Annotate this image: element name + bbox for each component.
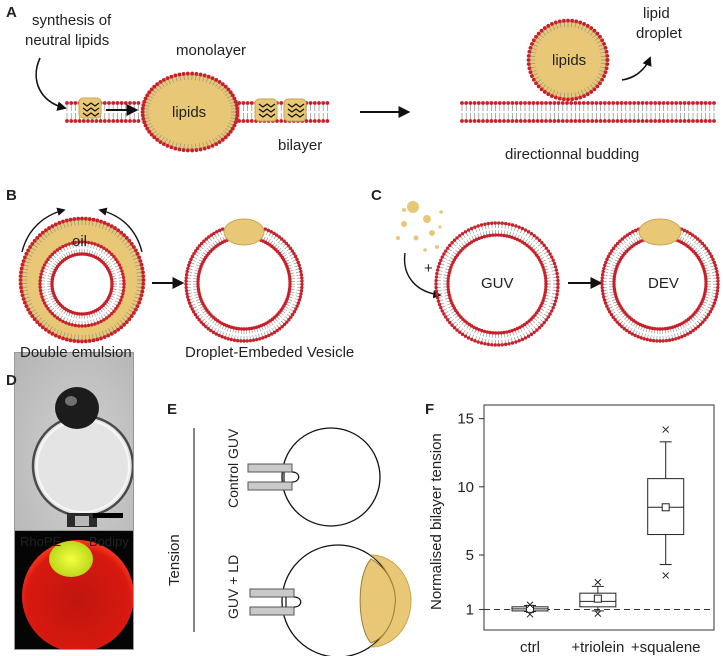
y-tick-label: 10 [457,479,474,496]
bodipy-label: Bodipy [89,534,129,549]
red-vesicle [22,540,133,649]
dev-label: DEV [648,275,679,292]
scale-bar [93,513,123,518]
tension-label: Tension [166,534,183,586]
monolayer-label: monolayer [176,42,246,59]
panel-a-letter: A [6,4,17,21]
double-emulsion-inner-leaflet [38,240,126,328]
synthesis-label-line2: neutral lipids [25,32,109,49]
panel-e-letter: E [167,401,177,418]
panel-f-letter: F [425,401,434,418]
mean-marker [661,503,670,512]
box-plot-series [511,426,685,618]
outlier-marker [594,610,602,617]
micropipette-top [247,463,300,491]
panel-b-letter: B [6,187,17,204]
double-emulsion-caption: Double emulsion [20,344,132,361]
box-triolein [579,578,617,617]
rhope-label: RhoPE [20,534,62,549]
outlier-marker [662,426,670,433]
plus-sign: + [424,260,433,277]
x-axis-ticks: ctrl +triolein +squalene [520,639,701,656]
x-tick-label: ctrl [520,639,540,656]
droplet-embedded-vesicle-b [184,218,304,343]
lipids-center-label: lipids [172,104,206,121]
plot-frame [483,404,715,631]
lipid-droplet-label-line1: lipid [643,5,670,22]
small-lens-1 [78,97,102,119]
y-tick-label: 5 [466,547,474,564]
membrane-bilayer-right [460,101,716,123]
outlier-marker [526,610,534,618]
brightfield-micrograph [14,352,134,532]
guv-ld-label: GUV + LD [225,555,241,619]
outlier-marker [594,578,602,586]
dev-caption: Droplet-Embeded Vesicle [185,344,354,361]
control-guv-circle [281,427,381,527]
dev-vesicle [600,218,720,343]
small-lens-3 [283,98,307,122]
control-guv-label: Control GUV [225,428,241,508]
lipids-droplet-label: lipids [552,52,586,69]
double-emulsion-outer-leaflet [18,216,146,344]
lipid-droplet-label-line2: droplet [636,25,683,42]
box-squalene [647,426,685,579]
add-droplets-arrow [403,252,442,299]
brightfield-drawing [31,387,133,527]
oil-label: oil [72,233,87,250]
x-tick-label: +squalene [631,639,701,656]
panel-c-letter: C [371,187,382,204]
guv-ld-droplet-cap [359,558,396,644]
fluorescence-drawing: RhoPE Bodipy [20,534,133,649]
droplet-headgroups [526,18,610,102]
x-tick-label: +triolein [571,639,624,656]
rotation-arrow-right [98,207,143,253]
directional-budding-label: directionnal budding [505,146,639,163]
y-tick-label: 1 [466,602,474,619]
y-axis-title: Normalised bilayer tension [428,433,445,610]
panel-d-letter: D [6,372,17,389]
small-lens-2 [254,98,278,122]
guv-label: GUV [481,275,514,292]
fluorescence-micrograph: RhoPE Bodipy [14,530,134,650]
outlier-marker [526,601,534,609]
micropipette-bottom [249,588,302,616]
bilayer-label: bilayer [278,137,322,154]
oil-droplets-scatter [396,201,443,252]
guv-vesicle [434,221,560,347]
mean-marker [593,594,602,603]
outlier-marker [662,572,670,579]
box-ctrl [511,601,549,618]
y-tick-label: 15 [457,411,474,428]
synthesis-arrow [35,57,67,111]
yellow-droplet [49,541,93,577]
monolayer-headgroups [140,71,240,153]
rotation-arrow-left [21,207,66,253]
synthesis-label-line1: synthesis of [32,12,112,29]
budding-arrow [621,56,652,81]
